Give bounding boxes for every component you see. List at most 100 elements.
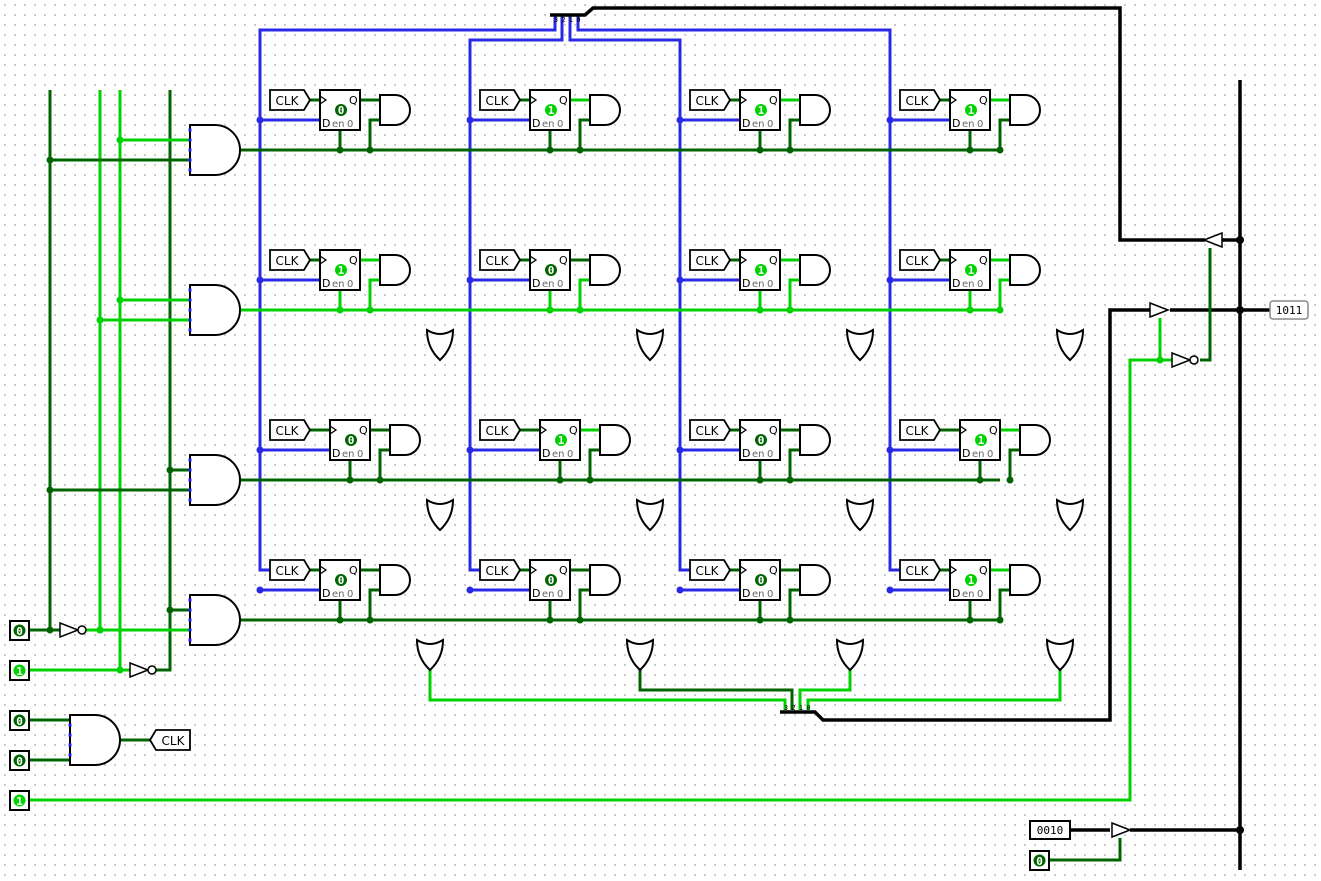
register-d-label: D xyxy=(952,277,960,290)
decoder-and-gate-1 xyxy=(188,284,241,336)
register-value: 1 xyxy=(968,104,975,117)
data-in-bus xyxy=(550,6,1205,242)
clk-label: CLK xyxy=(276,254,300,268)
read-and-gate xyxy=(799,94,831,126)
and-select-wire xyxy=(368,118,380,150)
input-buffer-enable[interactable]: 0 xyxy=(1029,850,1050,871)
wire-junction xyxy=(546,616,554,624)
clk-label: CLK xyxy=(486,424,510,438)
wire-junction xyxy=(166,466,174,474)
wire-junction xyxy=(1006,476,1014,484)
not-bubble xyxy=(77,625,87,635)
register-body[interactable] xyxy=(319,249,361,291)
input-addr-bit1[interactable]: 1 xyxy=(9,660,30,681)
wire-junction xyxy=(46,156,54,164)
clk-label: CLK xyxy=(906,424,930,438)
input-addr-bit0[interactable]: 0 xyxy=(9,620,30,641)
constant-input[interactable]: 0010 xyxy=(1029,820,1071,840)
wire-junction xyxy=(756,616,764,624)
read-buffer xyxy=(1201,231,1223,249)
splitter-label: 1 xyxy=(569,16,573,24)
not-triangle xyxy=(59,621,81,639)
write-buffer xyxy=(1149,301,1171,319)
register-en-label: en xyxy=(752,589,765,600)
pin-dot xyxy=(188,498,192,502)
register-en-label: en xyxy=(552,449,565,460)
and-gate-body xyxy=(379,94,411,126)
read-and-gate xyxy=(589,564,621,596)
clock-triangle-icon xyxy=(319,565,328,575)
register-body[interactable] xyxy=(739,89,781,131)
pin-dot xyxy=(188,298,192,302)
clk-tunnel-body xyxy=(899,419,942,441)
and-select-wire xyxy=(368,588,380,620)
input-write-enable[interactable]: 1 xyxy=(9,790,30,811)
constant-box[interactable] xyxy=(1029,820,1071,840)
clock-and-gate xyxy=(68,714,121,766)
wire-junction xyxy=(676,276,684,284)
clk-label: CLK xyxy=(906,94,930,108)
and-gate-body xyxy=(1019,424,1051,456)
register-zero-label: 0 xyxy=(977,589,983,600)
register-q-label: Q xyxy=(769,424,778,437)
input-clock-b[interactable]: 0 xyxy=(9,750,30,771)
register-value-led xyxy=(335,264,347,276)
input-clock-a[interactable]: 0 xyxy=(9,710,30,731)
clk-label: CLK xyxy=(276,424,300,438)
and-gate-body xyxy=(379,254,411,286)
clk-tunnel-body xyxy=(269,419,312,441)
output-probe: 1011 xyxy=(1269,300,1309,320)
read-and-gate xyxy=(589,94,621,126)
and-gate-body xyxy=(189,454,241,506)
register-en-label: en xyxy=(542,119,555,130)
pin-dot xyxy=(188,308,192,312)
wire-junction xyxy=(676,116,684,124)
constant-value: 0010 xyxy=(1037,824,1064,837)
input-clock-b-value: 0 xyxy=(16,755,23,768)
register-en-label: en xyxy=(332,119,345,130)
and-gate-body xyxy=(379,564,411,596)
or-gate xyxy=(845,498,875,532)
register-value: 1 xyxy=(968,264,975,277)
out-bit1 xyxy=(798,670,852,710)
wire-junction xyxy=(256,586,264,594)
addr0-line xyxy=(20,90,52,632)
register-q-label: Q xyxy=(769,94,778,107)
or-gate xyxy=(415,638,445,672)
register-value-led xyxy=(965,264,977,276)
and-gate-body xyxy=(189,594,241,646)
const-enable-wire xyxy=(1045,838,1122,862)
clock-triangle-icon xyxy=(739,425,748,435)
register-d-label: D xyxy=(542,447,550,460)
and-gate-body xyxy=(1009,254,1041,286)
register-value: 0 xyxy=(548,264,555,277)
splitter-label: 3 xyxy=(784,704,788,712)
clk-tunnel: CLK xyxy=(689,249,732,271)
register-zero-label: 0 xyxy=(347,589,353,600)
wire-junction xyxy=(886,276,894,284)
wire-junction xyxy=(46,626,54,634)
register-value: 0 xyxy=(338,104,345,117)
register-en-label: en xyxy=(972,449,985,460)
wire-junction xyxy=(556,476,564,484)
not-triangle xyxy=(1171,351,1193,369)
register-zero-label: 0 xyxy=(557,279,563,290)
